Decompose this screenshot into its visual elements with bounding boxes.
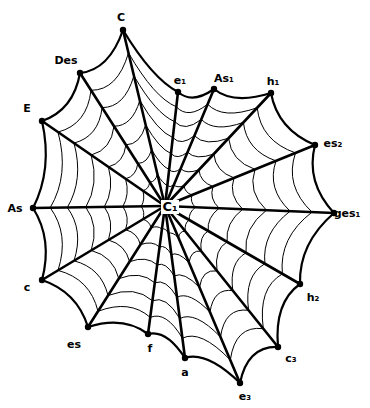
spoke-dot — [297, 281, 303, 287]
web-spoke — [165, 145, 315, 206]
note-label: h₂ — [307, 292, 320, 304]
spoke-dot — [237, 380, 243, 386]
spoke-dot — [312, 142, 318, 148]
note-label: C — [117, 12, 125, 24]
spoke-dot — [39, 277, 45, 283]
web-spoke — [165, 206, 300, 284]
note-label: es₂ — [324, 138, 343, 150]
spoke-dot — [182, 355, 188, 361]
note-label: As₁ — [214, 73, 234, 85]
spoke-dot — [77, 70, 83, 76]
center-note-label: C₁ — [161, 200, 178, 214]
web-spoke — [42, 206, 165, 280]
note-label: As — [7, 203, 22, 215]
note-label: e₁ — [174, 75, 186, 87]
spoke-dot — [30, 205, 36, 211]
note-label: E — [23, 103, 31, 115]
web-rim — [33, 30, 334, 383]
web-spoke — [165, 93, 271, 206]
note-label: e₃ — [239, 391, 251, 403]
web-spoke — [80, 73, 165, 206]
web-spoke — [123, 30, 165, 206]
web-spoke — [33, 206, 165, 208]
spoke-dot — [145, 331, 151, 337]
note-label: Des — [54, 55, 77, 67]
note-label: f — [148, 343, 153, 355]
note-label: ges₁ — [334, 208, 361, 220]
web-spoke — [165, 206, 334, 213]
note-label: es — [67, 339, 81, 351]
web-spoke — [42, 121, 165, 206]
spoke-dot — [268, 90, 274, 96]
spoke-dot — [39, 118, 45, 124]
spoke-dot — [275, 344, 281, 350]
web-spoke — [165, 206, 185, 358]
web-spoke — [88, 206, 165, 327]
note-label: h₁ — [267, 76, 280, 88]
note-label: c — [24, 282, 31, 294]
spoke-dot — [85, 324, 91, 330]
spoke-dot — [175, 89, 181, 95]
spoke-dot — [211, 86, 217, 92]
spoke-dot — [120, 27, 126, 33]
note-label: a — [181, 367, 188, 379]
note-label: c₃ — [285, 353, 296, 365]
web-spoke — [165, 206, 240, 383]
web-spoke — [148, 206, 165, 334]
